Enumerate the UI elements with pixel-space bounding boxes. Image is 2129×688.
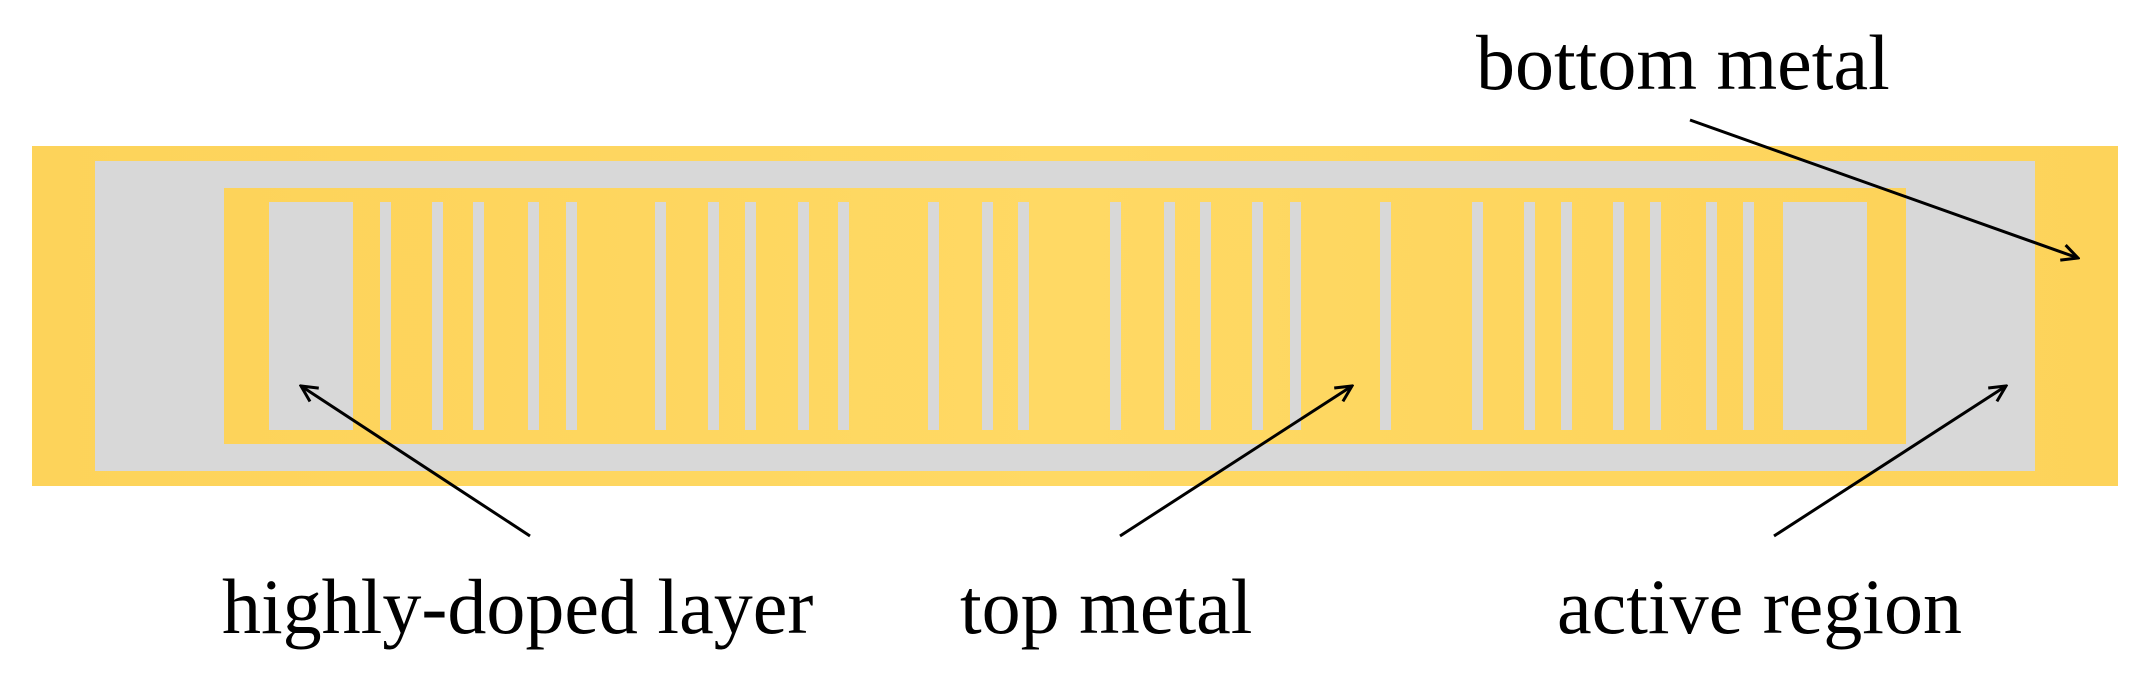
active-region-slot — [432, 202, 443, 430]
bottom-metal-label: bottom metal — [1476, 19, 1890, 106]
active-region-slot — [473, 202, 484, 430]
active-region-slot — [1018, 202, 1029, 430]
active-region-slot — [1743, 202, 1754, 430]
active-region-slot — [928, 202, 939, 430]
bottom-metal-arrow — [1689, 118, 2078, 258]
top-metal-frame — [224, 188, 1906, 444]
right-contact-window — [1783, 202, 1867, 430]
active-region-slot — [1290, 202, 1301, 430]
left-contact-window — [269, 202, 353, 430]
active-region-label: active region — [1557, 563, 1962, 650]
active-region-slot — [1200, 202, 1211, 430]
active-region-slot — [1380, 202, 1391, 430]
active-region-slot — [1706, 202, 1717, 430]
active-region-slot — [745, 202, 756, 430]
top-metal-label: top metal — [960, 563, 1253, 650]
active-region-slot — [708, 202, 719, 430]
active-region-slot — [1524, 202, 1535, 430]
active-region-arrow — [1773, 386, 2006, 538]
active-region-slot — [1613, 202, 1624, 430]
highly-doped-layer-arrow — [301, 386, 531, 538]
active-region-slot — [566, 202, 577, 430]
highly-doped-layer-label: highly-doped layer — [222, 563, 814, 650]
active-region-slots — [380, 202, 1754, 430]
active-region-slot — [1650, 202, 1661, 430]
active-region-slot — [1252, 202, 1263, 430]
active-region-slot — [1561, 202, 1572, 430]
active-region-slot — [798, 202, 809, 430]
active-region-slot — [655, 202, 666, 430]
active-region-slot — [528, 202, 539, 430]
active-region-slot — [380, 202, 391, 430]
top-metal-arrow — [1119, 386, 1352, 538]
active-region-slot — [1164, 202, 1175, 430]
active-region-slot — [1472, 202, 1483, 430]
active-region-slot — [982, 202, 993, 430]
active-region-slot — [838, 202, 849, 430]
active-region-slot — [1110, 202, 1121, 430]
